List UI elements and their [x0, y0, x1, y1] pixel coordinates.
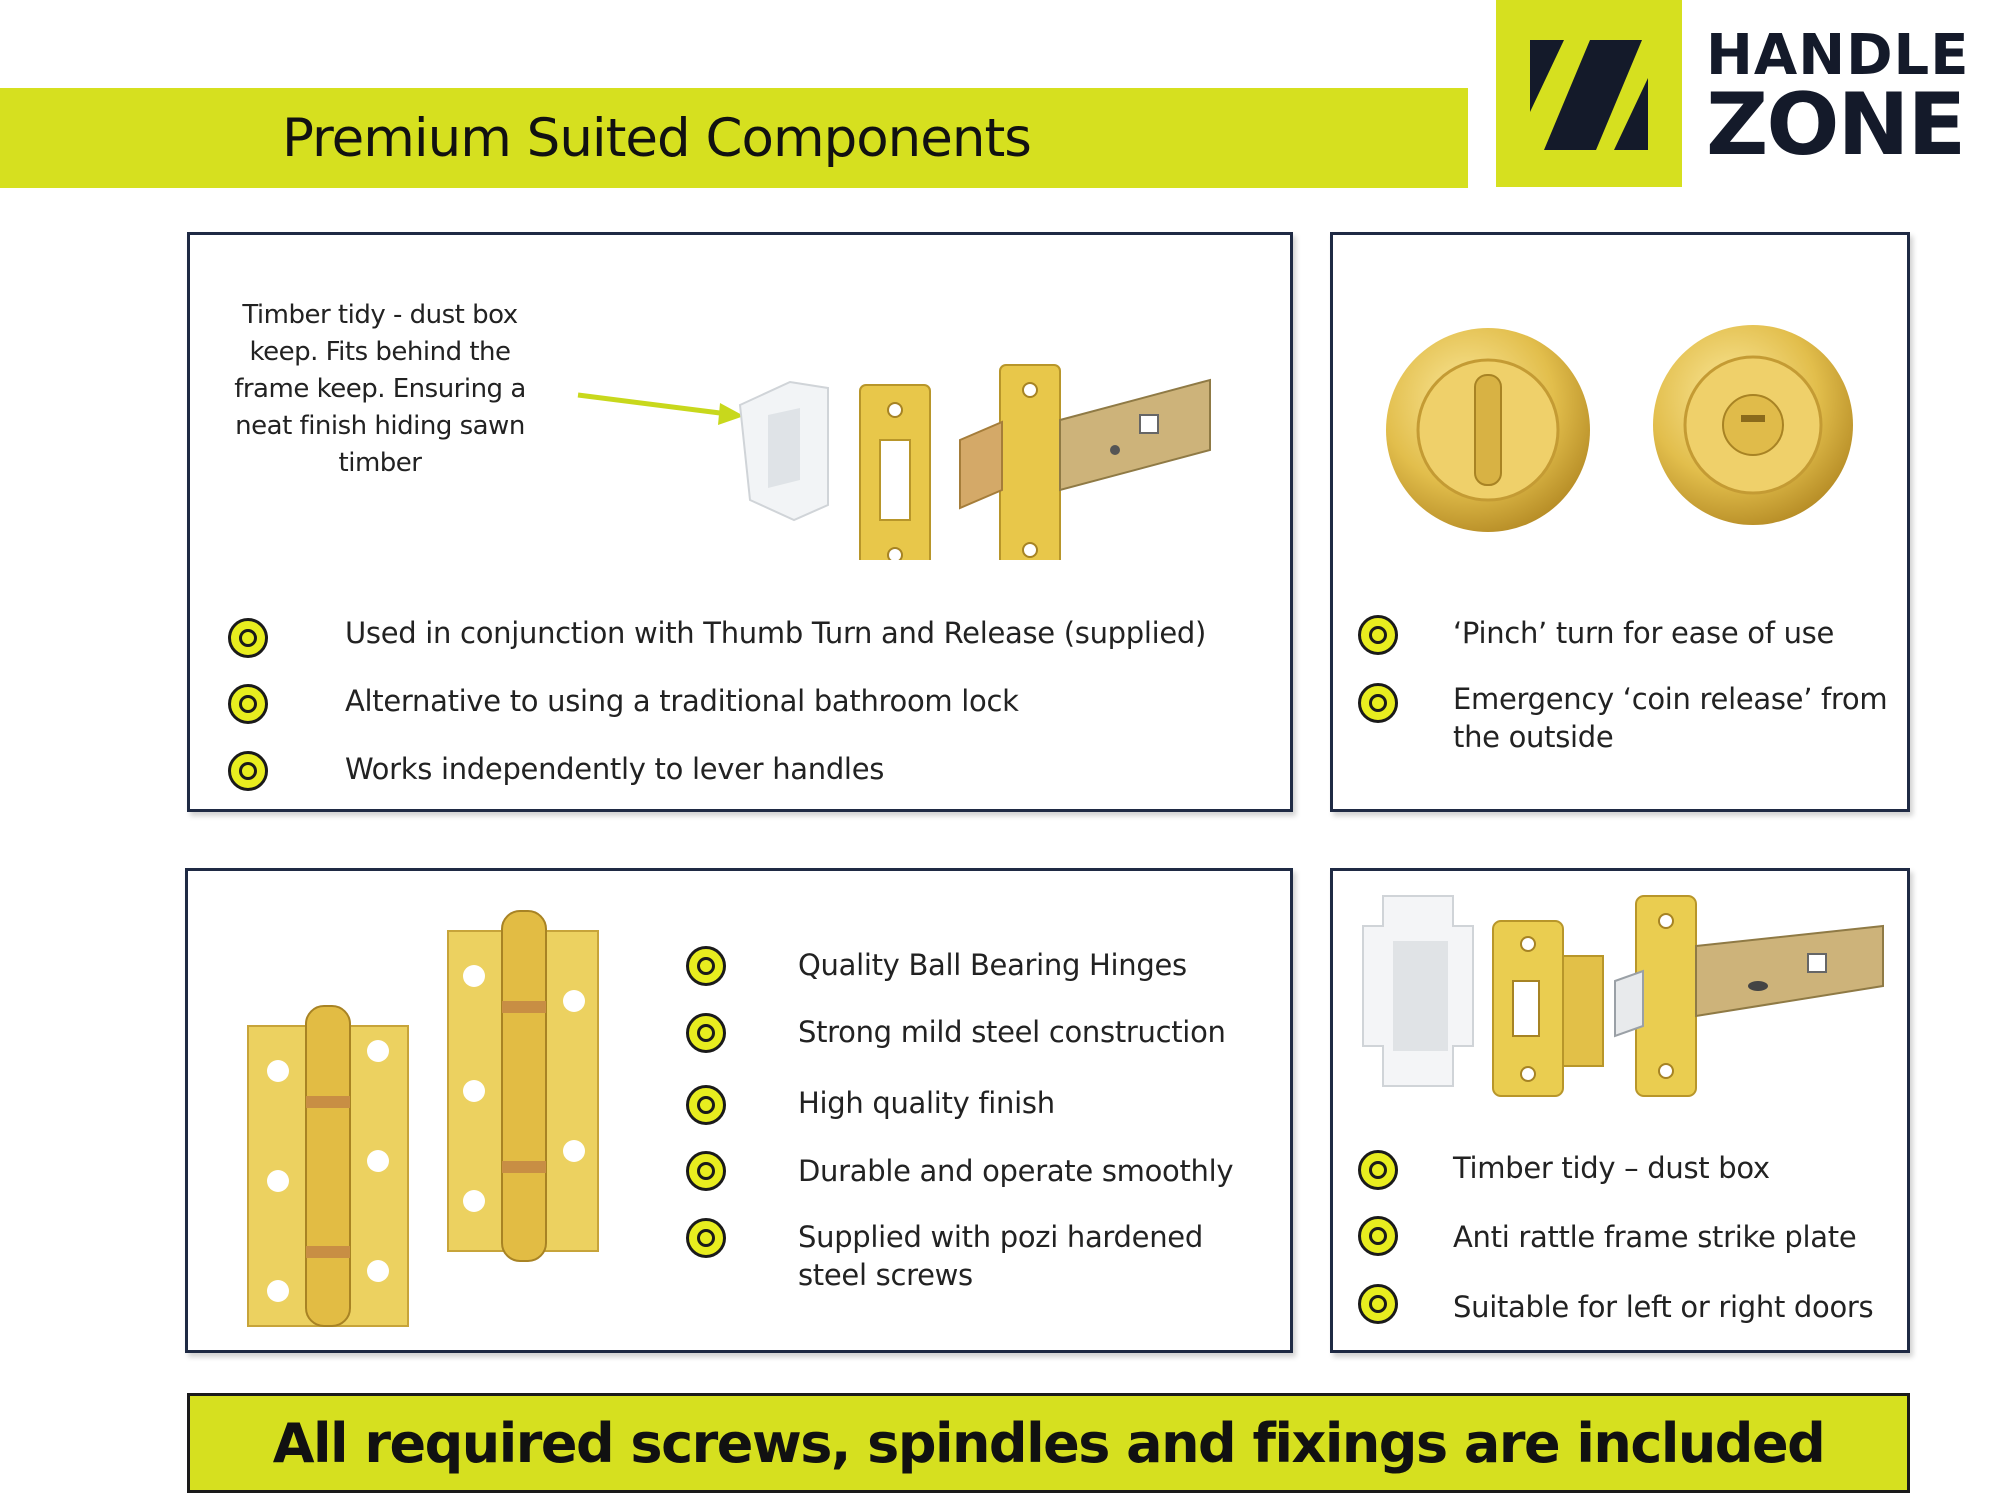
latch-kit-image [738, 364, 1211, 560]
footer-text: All required screws, spindles and fixing… [272, 1411, 1826, 1475]
bullet-icon [1358, 683, 1398, 723]
pointer-arrow-icon [577, 392, 744, 425]
bullet-icon [686, 1085, 726, 1125]
bullet-icon [228, 618, 268, 658]
tubular-feature-1: Timber tidy – dust box [1453, 1151, 1770, 1185]
brand-line-1: HANDLE [1706, 23, 1970, 88]
brand-logo-badge [1496, 0, 1682, 187]
thumbturn-feature-1: ‘Pinch’ turn for ease of use [1453, 616, 1835, 650]
z-slash-logo-icon [1530, 40, 1648, 150]
bullet-icon [686, 1218, 726, 1258]
bullet-icon [686, 1151, 726, 1191]
bullet-icon [1358, 1150, 1398, 1190]
page-title: Premium Suited Components [282, 108, 1032, 169]
bullet-icon [686, 1013, 726, 1053]
bullet-icon [228, 751, 268, 791]
hinges-panel: Quality Ball Bearing Hinges Strong mild … [185, 868, 1293, 1353]
thumbturn-panel: ‘Pinch’ turn for ease of use Emergency ‘… [1330, 232, 1910, 812]
hinge-feature-2: Strong mild steel construction [798, 1015, 1226, 1049]
tubular-feature-3: Suitable for left or right doors [1453, 1290, 1874, 1324]
thumbturn-feature-2: Emergency ‘coin release’ from the outsid… [1453, 682, 1888, 754]
tubular-latch-kit-image [1362, 895, 1884, 1097]
bullet-icon [228, 684, 268, 724]
hinge-feature-4: Durable and operate smoothly [798, 1154, 1234, 1188]
bullet-icon [1358, 1284, 1398, 1324]
timber-tidy-note: Timber tidy - dust box keep. Fits behind… [234, 300, 526, 478]
hinge-feature-1: Quality Ball Bearing Hinges [798, 948, 1187, 982]
brand-wordmark: HANDLE ZONE [1706, 23, 1970, 175]
bullet-icon [1358, 615, 1398, 655]
latch-feature-1: Used in conjunction with Thumb Turn and … [345, 616, 1207, 650]
hinges-image [247, 910, 599, 1327]
hinge-feature-5: Supplied with pozi hardened steel screws [798, 1220, 1203, 1292]
bullet-icon [686, 946, 726, 986]
latch-panel: Timber tidy - dust box keep. Fits behind… [187, 232, 1293, 812]
thumbturn-image [1386, 325, 1853, 532]
tubular-latch-panel: Timber tidy – dust box Anti rattle frame… [1330, 868, 1910, 1353]
footer-banner: All required screws, spindles and fixing… [187, 1393, 1910, 1493]
brand-line-2: ZONE [1706, 75, 1966, 175]
hinge-feature-3: High quality finish [798, 1086, 1055, 1120]
tubular-feature-2: Anti rattle frame strike plate [1453, 1220, 1857, 1254]
header-banner [0, 88, 1468, 188]
latch-feature-3: Works independently to lever handles [345, 752, 885, 786]
bullet-icon [1358, 1216, 1398, 1256]
latch-feature-2: Alternative to using a traditional bathr… [345, 684, 1019, 718]
